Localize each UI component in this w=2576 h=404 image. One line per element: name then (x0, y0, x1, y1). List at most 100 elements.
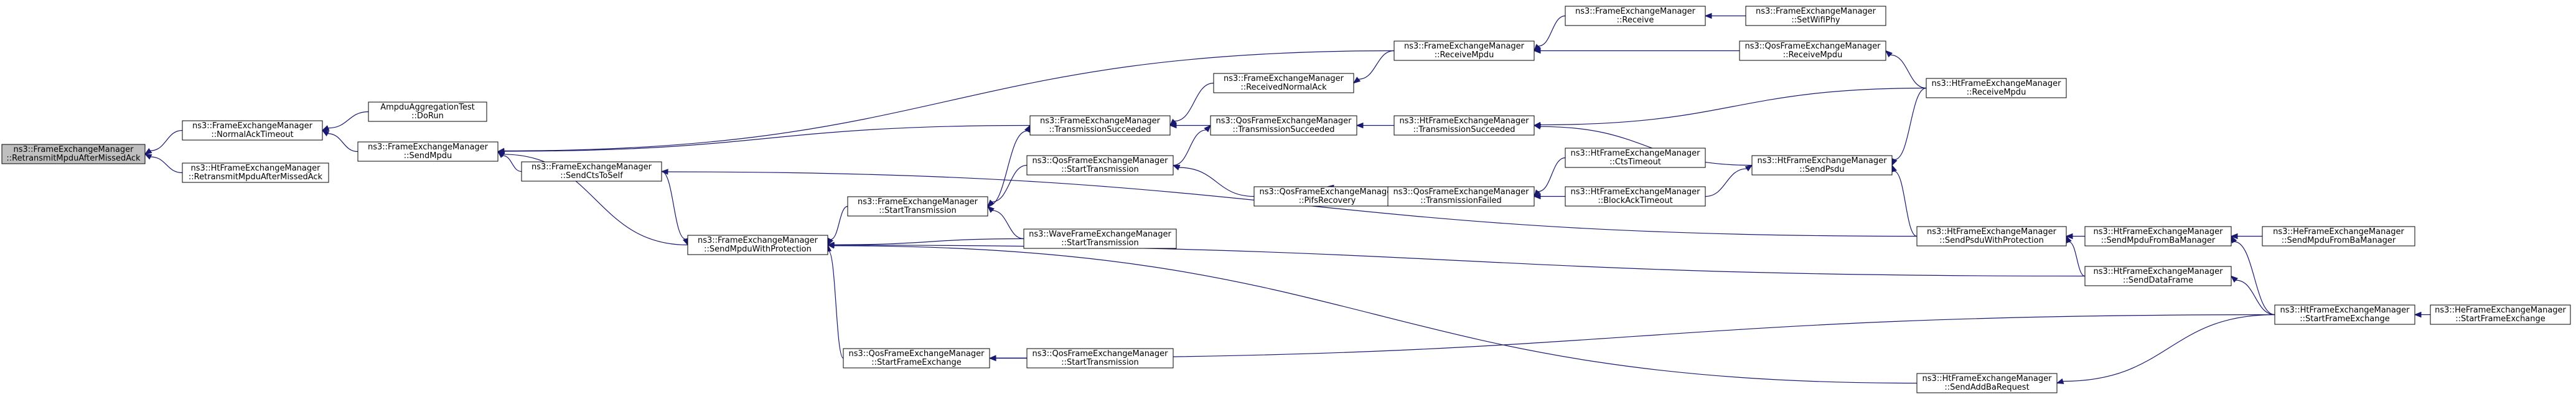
node-method-label: ::PifsRecovery (1299, 196, 1356, 205)
node-box[interactable] (1213, 73, 1354, 93)
node-box[interactable] (1745, 6, 1886, 26)
arrowhead-icon (987, 199, 995, 207)
function-node[interactable]: ns3::FrameExchangeManager::TransmissionS… (1029, 115, 1171, 136)
node-box[interactable] (357, 141, 499, 162)
function-node[interactable]: ns3::HtFrameExchangeManager::SendMpduFro… (2084, 226, 2232, 247)
node-box[interactable] (1739, 40, 1886, 61)
function-node[interactable]: ns3::QosFrameExchangeManager::Transmissi… (1387, 186, 1535, 207)
node-box[interactable] (1565, 148, 1706, 168)
edge-n16-to-n12 (1179, 167, 1255, 197)
function-node[interactable]: ns3::FrameExchangeManager::ReceivedNorma… (1213, 73, 1354, 93)
edge-n30-to-n11 (995, 314, 2275, 359)
node-box[interactable] (1916, 226, 2067, 247)
node-box[interactable] (1565, 6, 1706, 26)
node-box[interactable] (847, 196, 988, 217)
edge-n8-to-n9 (661, 171, 686, 240)
function-node[interactable]: ns3::FrameExchangeManager::ReceiveMpdu (1393, 40, 1535, 61)
function-node[interactable]: ns3::HtFrameExchangeManager::CtsTimeout (1565, 148, 1706, 168)
function-node[interactable]: ns3::FrameExchangeManager::SetWifiPhy (1745, 6, 1886, 26)
edge-n12-to-n10 (991, 164, 1028, 202)
function-node[interactable]: ns3::HtFrameExchangeManager::SendPsdu (1751, 155, 1893, 176)
node-method-label: ::TransmissionSucceeded (1232, 125, 1334, 134)
node-box[interactable] (1565, 186, 1706, 207)
function-node[interactable]: ns3::HeFrameExchangeManager::StartFrameE… (2430, 304, 2571, 325)
function-node[interactable]: ns3::HtFrameExchangeManager::Transmissio… (1393, 115, 1535, 136)
function-node[interactable]: ns3::HtFrameExchangeManager::SendDataFra… (2084, 266, 2232, 286)
node-class-label: ns3::QosFrameExchangeManager (1259, 187, 1395, 197)
function-node[interactable]: ns3::FrameExchangeManager::RetransmitMpd… (1, 144, 146, 164)
edge-n24-to-n19 (1890, 54, 1927, 89)
node-box[interactable] (1253, 186, 1401, 207)
edge-n30-to-n28 (2234, 241, 2275, 316)
node-box[interactable] (2084, 266, 2232, 286)
arrowhead-icon (1533, 47, 1541, 54)
function-node[interactable]: ns3::QosFrameExchangeManager::Transmissi… (1210, 115, 1357, 136)
function-node[interactable]: ns3::WaveFrameExchangeManager::StartTran… (1023, 228, 1177, 249)
function-node[interactable]: ns3::FrameExchangeManager::SendMpdu (357, 141, 499, 162)
node-box[interactable] (1387, 186, 1535, 207)
function-node[interactable]: ns3::HtFrameExchangeManager::SendAddBaRe… (1916, 373, 2058, 393)
node-box[interactable] (843, 348, 990, 369)
edge-n1-to-n0 (150, 129, 183, 151)
node-box[interactable] (521, 161, 662, 182)
node-box[interactable] (1751, 155, 1893, 176)
node-box[interactable] (1926, 78, 2067, 98)
node-box[interactable] (1029, 115, 1171, 136)
edge-n30-to-n29 (2236, 280, 2275, 316)
function-node[interactable]: ns3::HeFrameExchangeManager::SendMpduFro… (2262, 226, 2415, 247)
node-box[interactable] (1393, 40, 1535, 61)
node-method-label: ::SendPsdu (1799, 165, 1844, 174)
function-node[interactable]: ns3::HtFrameExchangeManager::ReceiveMpdu (1926, 78, 2067, 98)
arrowhead-icon (1891, 164, 1897, 172)
node-box[interactable] (1916, 373, 2058, 393)
node-box[interactable] (368, 101, 487, 122)
function-node[interactable]: ns3::QosFrameExchangeManager::StartTrans… (1026, 155, 1174, 176)
node-class-label: ns3::FrameExchangeManager (13, 145, 134, 154)
function-node[interactable]: ns3::FrameExchangeManager::SendMpduWithP… (687, 235, 828, 255)
node-method-label: ::SendDataFrame (2123, 276, 2193, 285)
node-class-label: ns3::HtFrameExchangeManager (1571, 149, 1701, 158)
function-node[interactable]: ns3::FrameExchangeManager::StartTransmis… (847, 196, 988, 217)
node-box[interactable] (1026, 155, 1174, 176)
function-node[interactable]: ns3::QosFrameExchangeManager::StartFrame… (843, 348, 990, 369)
node-box[interactable] (687, 235, 828, 255)
node-class-label: ns3::FrameExchangeManager (192, 121, 313, 131)
edge-n5-to-n4 (503, 50, 1395, 151)
node-method-label: ::StartFrameExchange (2300, 314, 2390, 324)
node-class-label: ns3::FrameExchangeManager (698, 236, 818, 245)
function-node[interactable]: ns3::QosFrameExchangeManager::ReceiveMpd… (1739, 40, 1886, 61)
arrowhead-icon (827, 237, 834, 246)
function-node[interactable]: ns3::FrameExchangeManager::Receive (1565, 6, 1706, 26)
node-box[interactable] (2430, 304, 2571, 325)
edge-n29-to-n26 (2069, 241, 2086, 277)
arrowhead-icon (1704, 12, 1712, 19)
arrowhead-icon (1172, 164, 1181, 171)
function-node[interactable]: ns3::HtFrameExchangeManager::SendPsduWit… (1916, 226, 2067, 247)
function-node[interactable]: ns3::HtFrameExchangeManager::RetransmitM… (182, 162, 329, 183)
node-box[interactable] (182, 162, 329, 183)
function-node[interactable]: ns3::QosFrameExchangeManager::StartTrans… (1026, 348, 1174, 369)
node-box[interactable] (2084, 226, 2232, 247)
node-class-label: ns3::FrameExchangeManager (858, 197, 978, 207)
arrowhead-icon (2056, 378, 2064, 384)
function-node[interactable]: AmpduAggregationTest::DoRun (368, 101, 487, 122)
node-class-label: ns3::QosFrameExchangeManager (1745, 42, 1881, 51)
node-box[interactable] (1026, 348, 1174, 369)
arrowhead-icon (321, 125, 330, 131)
node-box[interactable] (1393, 115, 1535, 136)
node-box[interactable] (1, 144, 146, 164)
node-box[interactable] (2274, 304, 2415, 325)
function-node[interactable]: ns3::QosFrameExchangeManager::PifsRecove… (1253, 186, 1401, 207)
function-node[interactable]: ns3::FrameExchangeManager::NormalAckTime… (182, 120, 323, 141)
function-node[interactable]: ns3::HtFrameExchangeManager::BlockAckTim… (1565, 186, 1706, 207)
node-box[interactable] (1210, 115, 1357, 136)
edge-n10-to-n9 (830, 205, 848, 240)
node-box[interactable] (2262, 226, 2415, 247)
node-method-label: ::ReceiveMpdu (1435, 50, 1494, 60)
function-node[interactable]: ns3::HtFrameExchangeManager::StartFrameE… (2274, 304, 2415, 325)
function-node[interactable]: ns3::FrameExchangeManager::SendCtsToSelf (521, 161, 662, 182)
edge-n10-to-n7 (987, 130, 1028, 207)
node-box[interactable] (1023, 228, 1177, 249)
arrowhead-icon (660, 169, 668, 175)
node-box[interactable] (182, 120, 323, 141)
